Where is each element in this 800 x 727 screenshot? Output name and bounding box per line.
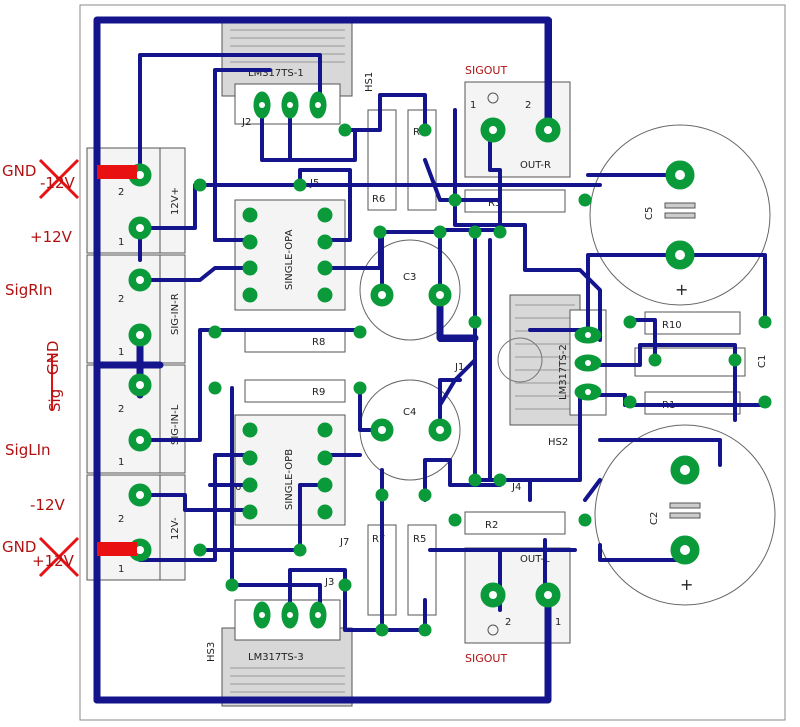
- pin-1-d: 1: [118, 564, 124, 575]
- conn-bottom-label: 12V-: [170, 517, 181, 540]
- svg-text:C3: C3: [403, 272, 416, 283]
- r2-label: R2: [485, 520, 498, 531]
- r6-label: R6: [372, 194, 385, 205]
- hs1-label: HS1: [364, 72, 375, 92]
- gnd-rot-label: GND: [44, 341, 62, 375]
- svg-text:2: 2: [525, 100, 531, 111]
- opa-label: SINGLE-OPA: [284, 229, 295, 290]
- conn-sig-in-r-label: SIG-IN-R: [170, 293, 181, 335]
- r10-label: R10: [662, 320, 682, 331]
- pin-2-d: 2: [118, 514, 124, 525]
- c1-label: C1: [757, 355, 768, 368]
- gnd-top-label: GND: [2, 162, 36, 180]
- r8-label: R8: [312, 337, 325, 348]
- v12-plus-label: +12V: [30, 228, 73, 246]
- svg-text:2: 2: [505, 617, 511, 628]
- pin-2-b: 2: [118, 294, 124, 305]
- svg-text:+: +: [680, 575, 693, 594]
- conn-sig-in-l-label: SIG-IN-L: [170, 404, 181, 445]
- sig-r-in-label: SigRIn: [5, 281, 53, 299]
- pin-1-a: 1: [118, 237, 124, 248]
- pin-1-c: 1: [118, 457, 124, 468]
- sigout-bottom-label: SIGOUT: [465, 652, 507, 665]
- annotations: [38, 158, 137, 578]
- pin-2-c: 2: [118, 404, 124, 415]
- side-labels: GND -12V +12V SigRIn Sig GND SigLIn -12V…: [2, 162, 75, 570]
- r7-label: R7: [372, 534, 385, 545]
- j4-label: J4: [511, 482, 521, 493]
- out-l-label: OUT-L: [520, 554, 550, 565]
- c5-label: C5: [644, 207, 655, 220]
- svg-text:C4: C4: [403, 407, 416, 418]
- svg-text:1: 1: [555, 617, 561, 628]
- r5-label: R5: [413, 534, 426, 545]
- c2-label: C2: [649, 512, 660, 525]
- gnd-marker-top: [97, 165, 137, 179]
- gnd-bottom-label: GND: [2, 538, 36, 556]
- reg-top-label: LM317TS-1: [248, 68, 304, 79]
- pin-1-b: 1: [118, 347, 124, 358]
- j2-label: J2: [241, 117, 251, 128]
- svg-text:+: +: [675, 280, 688, 299]
- hs3-label: HS3: [206, 642, 217, 662]
- conn-top-label: 12V+: [170, 187, 181, 215]
- strike-top: [38, 158, 80, 200]
- out-r-label: OUT-R: [520, 160, 551, 171]
- capacitor-c2: C2 +: [594, 424, 776, 606]
- reg-mid-label: LM317TS-2: [558, 344, 569, 400]
- j6-label: J6: [231, 482, 241, 493]
- strike-bottom: [38, 536, 80, 578]
- gnd-marker-bottom: [97, 542, 137, 556]
- svg-text:1: 1: [470, 100, 476, 111]
- j1-label: J1: [454, 362, 464, 373]
- reg-bottom-label: LM317TS-3: [248, 652, 304, 663]
- sig-l-in-label: SigLIn: [5, 441, 51, 459]
- opb-label: SINGLE-OPB: [284, 449, 295, 510]
- v12-minus-label: -12V: [30, 496, 65, 514]
- pin-2-a: 2: [118, 187, 124, 198]
- j7-label: J7: [339, 537, 349, 548]
- capacitor-c5: C5 +: [589, 124, 771, 306]
- r9-label: R9: [312, 387, 325, 398]
- sigout-top-label: SIGOUT: [465, 64, 507, 77]
- r3-label: R3: [488, 198, 501, 209]
- sig-gnd-label: Sig: [46, 389, 64, 412]
- j3-label: J3: [324, 577, 334, 588]
- hs2-label: HS2: [548, 437, 568, 448]
- capacitor-c3: C3: [359, 239, 461, 341]
- v12-bottom-label: +12V: [32, 552, 75, 570]
- v12-top-label: -12V: [40, 174, 75, 192]
